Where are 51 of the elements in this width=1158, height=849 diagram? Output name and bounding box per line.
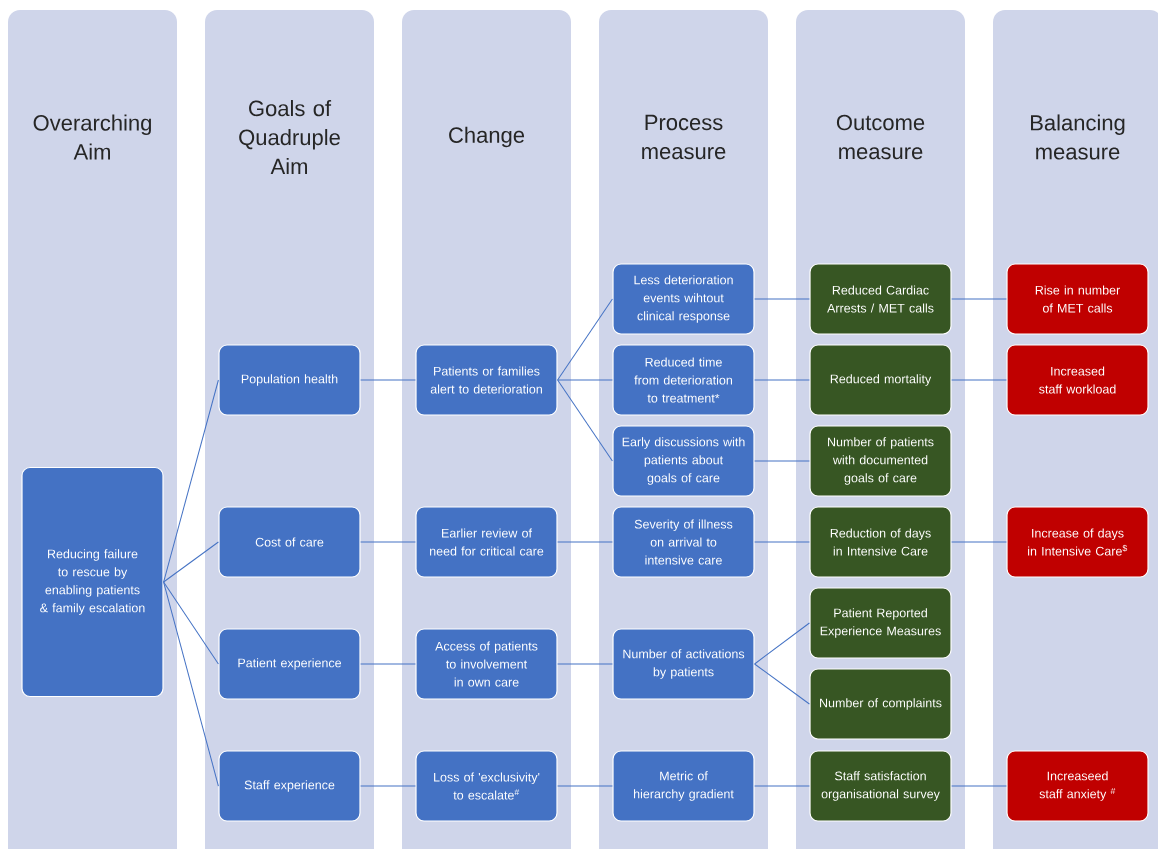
connector-line <box>951 379 1007 381</box>
connector-line <box>557 298 613 381</box>
measure-box: Increased staff workload <box>1006 344 1149 416</box>
connector-line <box>163 581 219 787</box>
measure-box: Less deterioration events wihtout clinical response <box>612 263 755 335</box>
measure-box: Reduced time from deterioration to treatment* <box>612 344 755 416</box>
connector-line <box>360 541 416 543</box>
connector-line <box>754 460 810 462</box>
connector-line <box>951 541 1007 543</box>
connector-line <box>163 581 219 665</box>
measure-box: Metric of hierarchy gradient <box>612 750 755 822</box>
connector-line <box>754 298 810 300</box>
connector-line <box>754 541 810 543</box>
connector-line <box>557 379 613 462</box>
measure-box: Loss of 'exclusivity' to escalate$^{#}$ <box>415 750 558 822</box>
measure-box: Increase of days in Intensive Care$^{$}$ <box>1006 506 1149 578</box>
connector-line <box>754 785 810 787</box>
measure-box: Reduced Cardiac Arrests / MET calls <box>809 263 952 335</box>
connector-line <box>360 663 416 665</box>
measure-box: Patients or families alert to deterioration <box>415 344 558 416</box>
measure-box: Patient experience <box>218 628 361 700</box>
measure-box: Severity of illness on arrival to intensive care <box>612 506 755 578</box>
measure-box: Cost of care <box>218 506 361 578</box>
connector-line <box>360 379 416 381</box>
measure-box: Rise in number of MET calls <box>1006 263 1149 335</box>
connector-line <box>360 785 416 787</box>
measure-box: Access of patients to involvement in own care <box>415 628 558 700</box>
connector-line <box>163 541 219 583</box>
connector-line <box>951 785 1007 787</box>
connector-line <box>557 379 613 381</box>
measure-box: Number of patients with documented goals of care <box>809 425 952 497</box>
measure-box: Patient Reported Experience Measures <box>809 587 952 659</box>
connector-line <box>951 298 1007 300</box>
connector-line <box>754 622 810 665</box>
connector-line <box>557 785 613 787</box>
measure-box: Increaseed staff anxiety $^{#}$ <box>1006 750 1149 822</box>
measure-box: Number of complaints <box>809 668 952 740</box>
measure-box: Staff satisfaction organisational survey <box>809 750 952 822</box>
connector-line <box>557 541 613 543</box>
connector-line <box>754 663 810 705</box>
connector-line <box>557 663 613 665</box>
measure-box: Population health <box>218 344 361 416</box>
connector-line <box>163 379 219 583</box>
measure-box: Staff experience <box>218 750 361 822</box>
measure-box: Reduced mortality <box>809 344 952 416</box>
measure-box: Number of activations by patients <box>612 628 755 700</box>
measure-box: Early discussions with patients about goals of care <box>612 425 755 497</box>
measure-box: Reducing failure to rescue by enabling patients & family escalation <box>21 466 164 698</box>
connector-line <box>754 379 810 381</box>
measure-box: Reduction of days in Intensive Care <box>809 506 952 578</box>
measure-box: Earlier review of need for critical care <box>415 506 558 578</box>
